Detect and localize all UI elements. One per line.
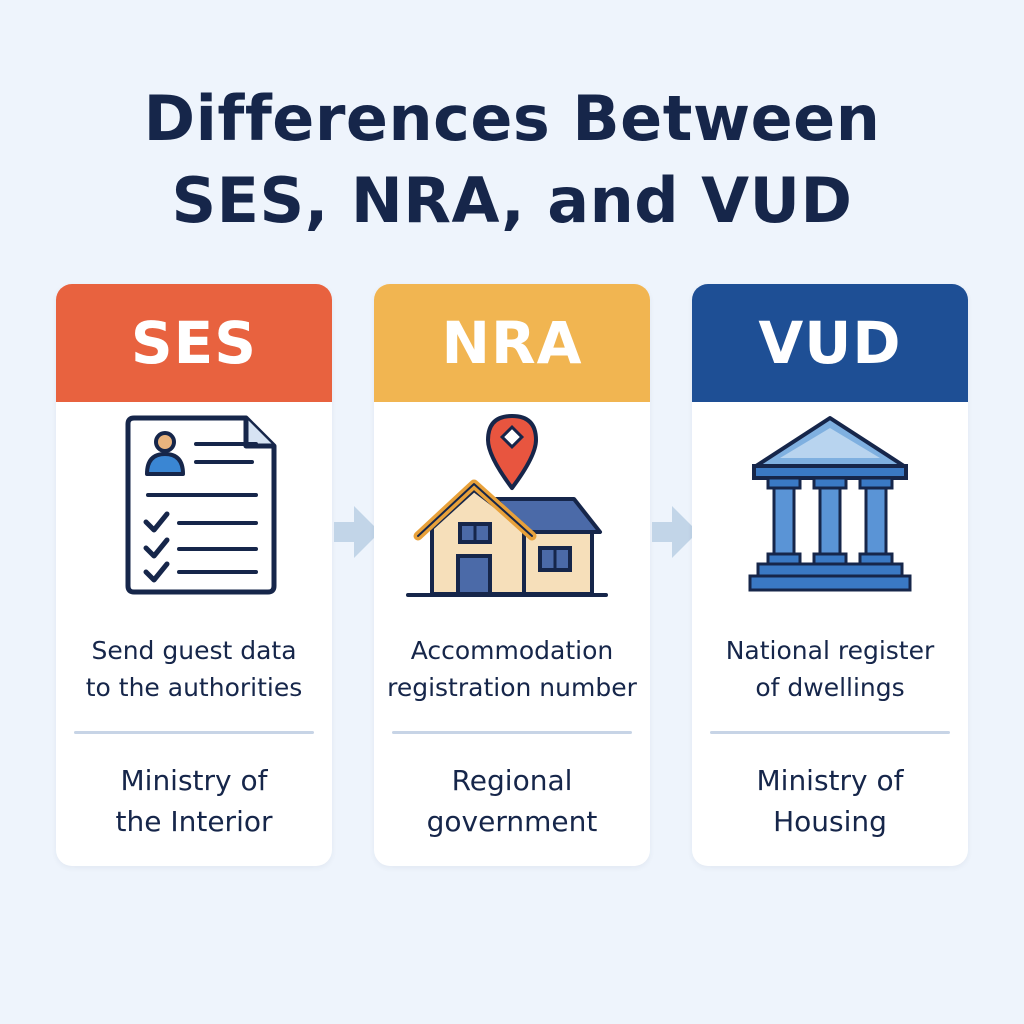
- card-description-nra: Accommodation registration number: [387, 636, 637, 702]
- card-divider-vud: [710, 731, 950, 734]
- government-building-icon: [692, 414, 968, 614]
- card-authority-nra: Regional government: [426, 764, 598, 838]
- page-title: Differences Between SES, NRA, and VUD: [0, 78, 1024, 242]
- card-description-vud: National register of dwellings: [725, 636, 935, 702]
- title-line-2: SES, NRA, and VUD: [171, 164, 853, 237]
- card-title-ses: SES: [130, 309, 258, 377]
- arrow-right-icon: [332, 500, 382, 564]
- card-title-vud: VUD: [758, 309, 902, 377]
- card-header-nra: NRA: [374, 284, 650, 402]
- card-ses: SES Send guest data to the authorities M…: [56, 284, 332, 866]
- card-title-nra: NRA: [441, 309, 583, 377]
- card-divider-ses: [74, 731, 314, 734]
- card-vud: VUD National register of dwell: [692, 284, 968, 866]
- guest-checklist-document-icon: [56, 414, 332, 614]
- card-authority-ses: Ministry of the Interior: [115, 764, 273, 838]
- card-header-vud: VUD: [692, 284, 968, 402]
- arrow-right-icon: [650, 500, 700, 564]
- house-location-pin-icon: [374, 414, 650, 614]
- card-divider-nra: [392, 731, 632, 734]
- title-line-1: Differences Between: [143, 82, 881, 155]
- card-description-ses: Send guest data to the authorities: [85, 636, 303, 702]
- card-nra: NRA Accommodation regis: [374, 284, 650, 866]
- card-header-ses: SES: [56, 284, 332, 402]
- card-authority-vud: Ministry of Housing: [756, 764, 904, 838]
